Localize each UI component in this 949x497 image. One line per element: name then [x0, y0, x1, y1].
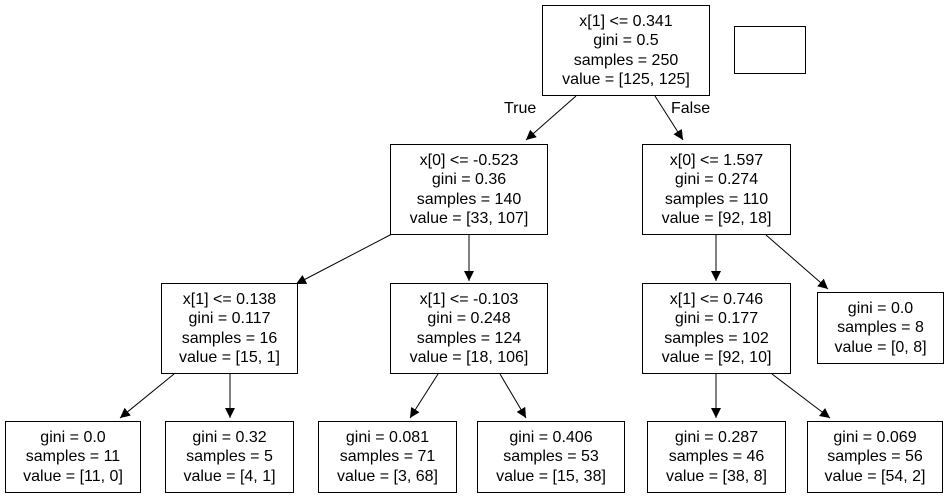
node-line: value = [3, 68] [337, 467, 438, 485]
tree-node-n3: x[1] <= 0.138 gini = 0.117 samples = 16 val… [161, 283, 298, 374]
node-line: value = [11, 0] [23, 467, 123, 485]
node-line: x[1] <= 0.746 [669, 290, 764, 308]
node-line: x[1] <= 0.138 [182, 290, 277, 308]
node-line: gini = 0.406 [509, 428, 593, 446]
node-line: gini = 0.0 [40, 428, 106, 446]
node-line: value = [18, 106] [409, 349, 529, 366]
tree-node-n1: x[0] <= -0.523 gini = 0.36 samples = 140 va… [390, 144, 548, 235]
node-line: value = [92, 10] [661, 349, 772, 366]
node-line: value = [125, 125] [562, 71, 690, 88]
edge-n1-n3 [295, 233, 393, 285]
node-line: gini = 0.0 [847, 299, 914, 317]
node-line: samples = 11 [25, 448, 121, 466]
empty-box [734, 26, 806, 74]
edge-n4-n9 [409, 373, 439, 419]
node-line: value = [33, 107] [409, 210, 529, 227]
tree-node-n0: x[1] <= 0.341 gini = 0.5 samples = 250 valu… [542, 5, 710, 96]
node-line: value = [15, 38] [496, 467, 606, 485]
node-line: gini = 0.177 [674, 310, 759, 327]
node-line: value = [15, 1] [179, 349, 280, 366]
node-line: samples = 250 [573, 51, 679, 69]
node-line: samples = 16 [181, 329, 278, 347]
node-line: gini = 0.117 [188, 310, 271, 327]
tree-node-n5: x[1] <= 0.746 gini = 0.177 samples = 102 va… [642, 283, 791, 374]
node-line: samples = 5 [186, 448, 273, 466]
node-line: value = [0, 8] [834, 338, 927, 356]
node-line: samples = 8 [837, 319, 924, 337]
edge-label-true: True [504, 100, 537, 117]
node-line: samples = 53 [503, 448, 599, 466]
node-line: value = [4, 1] [183, 467, 276, 485]
node-line: x[0] <= -0.523 [419, 151, 519, 169]
node-line: samples = 124 [416, 329, 522, 347]
node-line: gini = 0.36 [431, 171, 507, 188]
node-line: value = [54, 2] [824, 467, 926, 485]
node-line: gini = 0.5 [593, 32, 659, 49]
edge-n2-n6 [765, 234, 829, 290]
node-line: gini = 0.274 [674, 171, 759, 188]
node-line: value = [38, 8] [666, 467, 767, 485]
edge-n0-n2 [654, 95, 684, 141]
node-line: value = [92, 18] [661, 210, 772, 227]
node-line: samples = 71 [339, 448, 436, 466]
node-line: gini = 0.069 [833, 428, 917, 446]
edge-n3-n7 [119, 373, 175, 419]
edge-n5-n12 [771, 373, 831, 419]
node-line: x[1] <= -0.103 [419, 290, 519, 308]
edge-n0-n1 [525, 95, 577, 141]
node-line: gini = 0.287 [674, 428, 759, 446]
node-line: gini = 0.32 [192, 428, 267, 446]
node-line: samples = 46 [668, 448, 765, 466]
node-line: x[1] <= 0.341 [579, 12, 673, 30]
edge-n4-n10 [499, 373, 527, 419]
node-line: gini = 0.248 [427, 310, 511, 327]
edge-label-false: False [671, 100, 711, 117]
node-line: samples = 56 [827, 448, 923, 466]
node-line: samples = 140 [416, 190, 522, 208]
node-line: samples = 110 [664, 190, 769, 208]
node-line: samples = 102 [664, 329, 769, 347]
tree-node-n2: x[0] <= 1.597 gini = 0.274 samples = 110 va… [642, 144, 791, 235]
node-line: gini = 0.081 [345, 428, 430, 446]
node-line: x[0] <= 1.597 [669, 151, 764, 169]
tree-node-n4: x[1] <= -0.103 gini = 0.248 samples = 124 v… [390, 283, 548, 374]
